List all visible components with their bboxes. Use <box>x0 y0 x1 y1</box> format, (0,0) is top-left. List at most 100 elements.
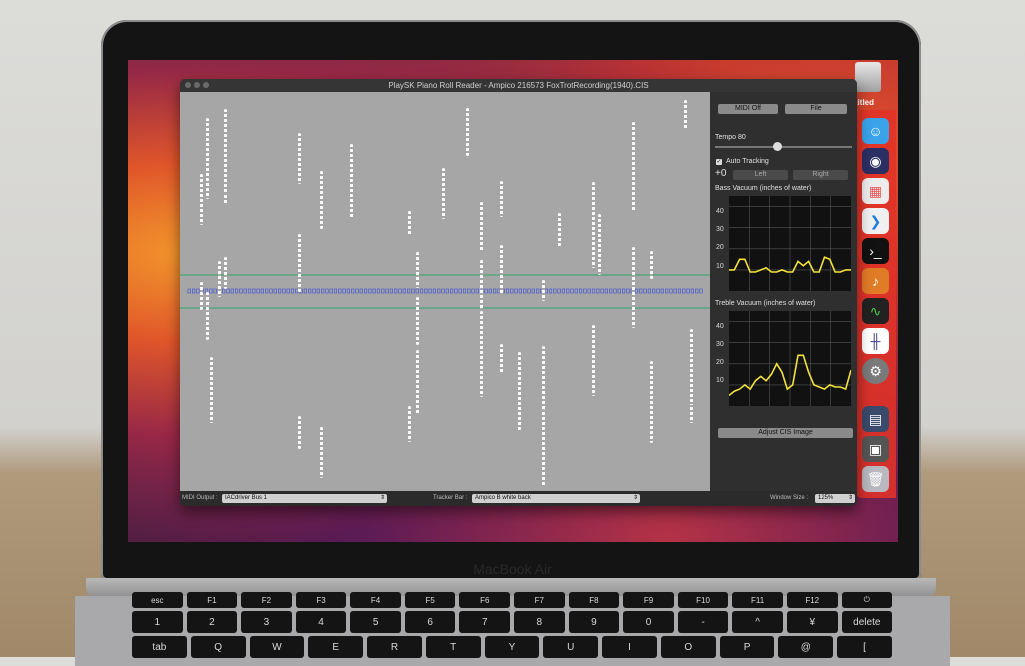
window-size-label: Window Size : <box>770 495 809 501</box>
tracker-hole <box>621 288 626 294</box>
tracker-hole <box>514 288 518 294</box>
auto-tracking-checkbox[interactable]: ✓ <box>716 159 722 165</box>
roll-perforation <box>650 251 653 279</box>
control-panel: MIDI Off File Tempo 80 ✓ Auto Tracking +… <box>710 92 857 491</box>
tracker-hole <box>342 288 346 294</box>
tracker-hole <box>316 288 320 294</box>
tracker-hole <box>325 288 329 294</box>
tracker-hole <box>273 288 277 294</box>
roll-perforation <box>442 168 445 219</box>
adjust-cis-button[interactable]: Adjust CIS Image <box>718 428 853 438</box>
roll-perforation <box>558 213 561 248</box>
keyboard-key: F9 <box>623 592 674 608</box>
tracker-hole <box>492 288 497 294</box>
terminal-icon[interactable]: ›_ <box>862 238 889 264</box>
keyboard-key: ^ <box>732 611 783 633</box>
keyboard-key: F11 <box>732 592 783 608</box>
roll-perforation <box>206 292 209 340</box>
tracker-hole <box>690 288 695 294</box>
tracker-hole <box>432 288 437 294</box>
trash-icon[interactable]: 🗑 <box>862 466 889 492</box>
keyboard-key: - <box>677 611 729 633</box>
tracker-hole <box>677 288 682 294</box>
tracker-hole <box>196 288 200 294</box>
bass-vacuum-plot <box>729 196 851 291</box>
window-size-select[interactable]: 125% <box>815 494 855 503</box>
activity-monitor-icon[interactable]: ∿ <box>862 298 889 324</box>
tracker-hole <box>290 288 295 294</box>
keyboard-key: F8 <box>568 592 620 608</box>
tracker-bar-select[interactable]: Ampico B white back <box>472 494 640 503</box>
bass-y-tick: 10 <box>716 263 724 270</box>
tracker-hole <box>239 288 243 294</box>
tracker-hole <box>247 288 252 294</box>
tempo-slider-knob[interactable] <box>772 142 782 151</box>
tracker-hole <box>699 288 703 294</box>
keyboard-key: 8 <box>514 611 565 633</box>
track-right-button[interactable]: Right <box>793 170 848 180</box>
tracker-hole <box>553 288 557 294</box>
tracker-hole <box>364 288 368 294</box>
tracker-hole <box>591 288 596 294</box>
tempo-slider-track[interactable] <box>715 146 852 148</box>
audio-tool-icon[interactable]: ╫ <box>862 328 889 354</box>
keyboard-key: delete <box>841 611 893 633</box>
roll-perforation <box>650 361 653 443</box>
roll-perforation <box>542 280 545 301</box>
keyboard-key: 3 <box>241 611 292 633</box>
tracker-hole <box>321 288 325 294</box>
keyboard-key: 0 <box>623 611 674 633</box>
tracker-hole <box>449 288 454 294</box>
treble-y-tick: 20 <box>716 359 724 366</box>
close-window-button[interactable] <box>185 82 191 88</box>
track-left-button[interactable]: Left <box>733 170 788 180</box>
tracker-hole <box>256 288 260 294</box>
roll-perforation <box>200 282 203 310</box>
tracker-hole <box>634 288 639 294</box>
tracker-hole <box>557 288 561 294</box>
tracker-bar-overlay <box>180 274 710 309</box>
system-preferences-icon[interactable]: ⚙ <box>862 358 889 384</box>
keyboard-key: 4 <box>295 611 347 633</box>
piano-roll-view[interactable] <box>180 92 710 491</box>
tracker-holes <box>187 288 703 294</box>
keyboard-key: 1 <box>132 611 183 633</box>
roll-perforation <box>632 247 635 328</box>
keyboard-key: F2 <box>241 592 292 608</box>
launchpad-icon[interactable]: ▦ <box>862 178 889 204</box>
tracker-hole <box>265 288 269 294</box>
finder-icon[interactable]: ☺ <box>862 118 889 144</box>
midi-output-label: MIDI Output : <box>182 495 218 501</box>
keyboard-key: tab <box>132 636 187 658</box>
tracker-hole <box>269 288 273 294</box>
roll-perforation <box>598 214 601 275</box>
keyboard-key: Q <box>190 636 246 658</box>
tracker-hole <box>411 288 415 294</box>
tracker-hole <box>656 288 660 294</box>
zoom-window-button[interactable] <box>203 82 209 88</box>
roll-perforation <box>500 344 503 373</box>
tracker-hole <box>686 288 690 294</box>
keyboard-key: T <box>425 636 481 658</box>
roll-perforation <box>200 174 203 225</box>
firefox-icon[interactable]: ◉ <box>862 148 889 174</box>
midi-output-select[interactable]: IACdriver Bus 1 <box>222 494 387 503</box>
tracker-hole <box>587 288 591 294</box>
downloads-stack-icon[interactable]: ▤ <box>862 406 889 432</box>
app-window: PlaySK Piano Roll Reader - Ampico 216573… <box>180 79 857 506</box>
minimize-window-button[interactable] <box>194 82 200 88</box>
tracker-hole <box>682 288 686 294</box>
tracker-hole <box>660 288 664 294</box>
screenshot-stack-icon[interactable]: ▣ <box>862 436 889 462</box>
roll-perforation <box>210 357 213 423</box>
tracker-hole <box>535 288 540 294</box>
file-button[interactable]: File <box>785 104 847 114</box>
vscode-icon[interactable]: ❯ <box>862 208 889 234</box>
device-brand: MacBook Air <box>473 561 552 577</box>
playsk-icon[interactable]: ♪ <box>862 268 889 294</box>
keyboard-key: I <box>602 636 657 658</box>
drive-icon[interactable] <box>855 62 881 92</box>
midi-off-button[interactable]: MIDI Off <box>718 104 778 114</box>
tracker-hole <box>488 288 492 294</box>
